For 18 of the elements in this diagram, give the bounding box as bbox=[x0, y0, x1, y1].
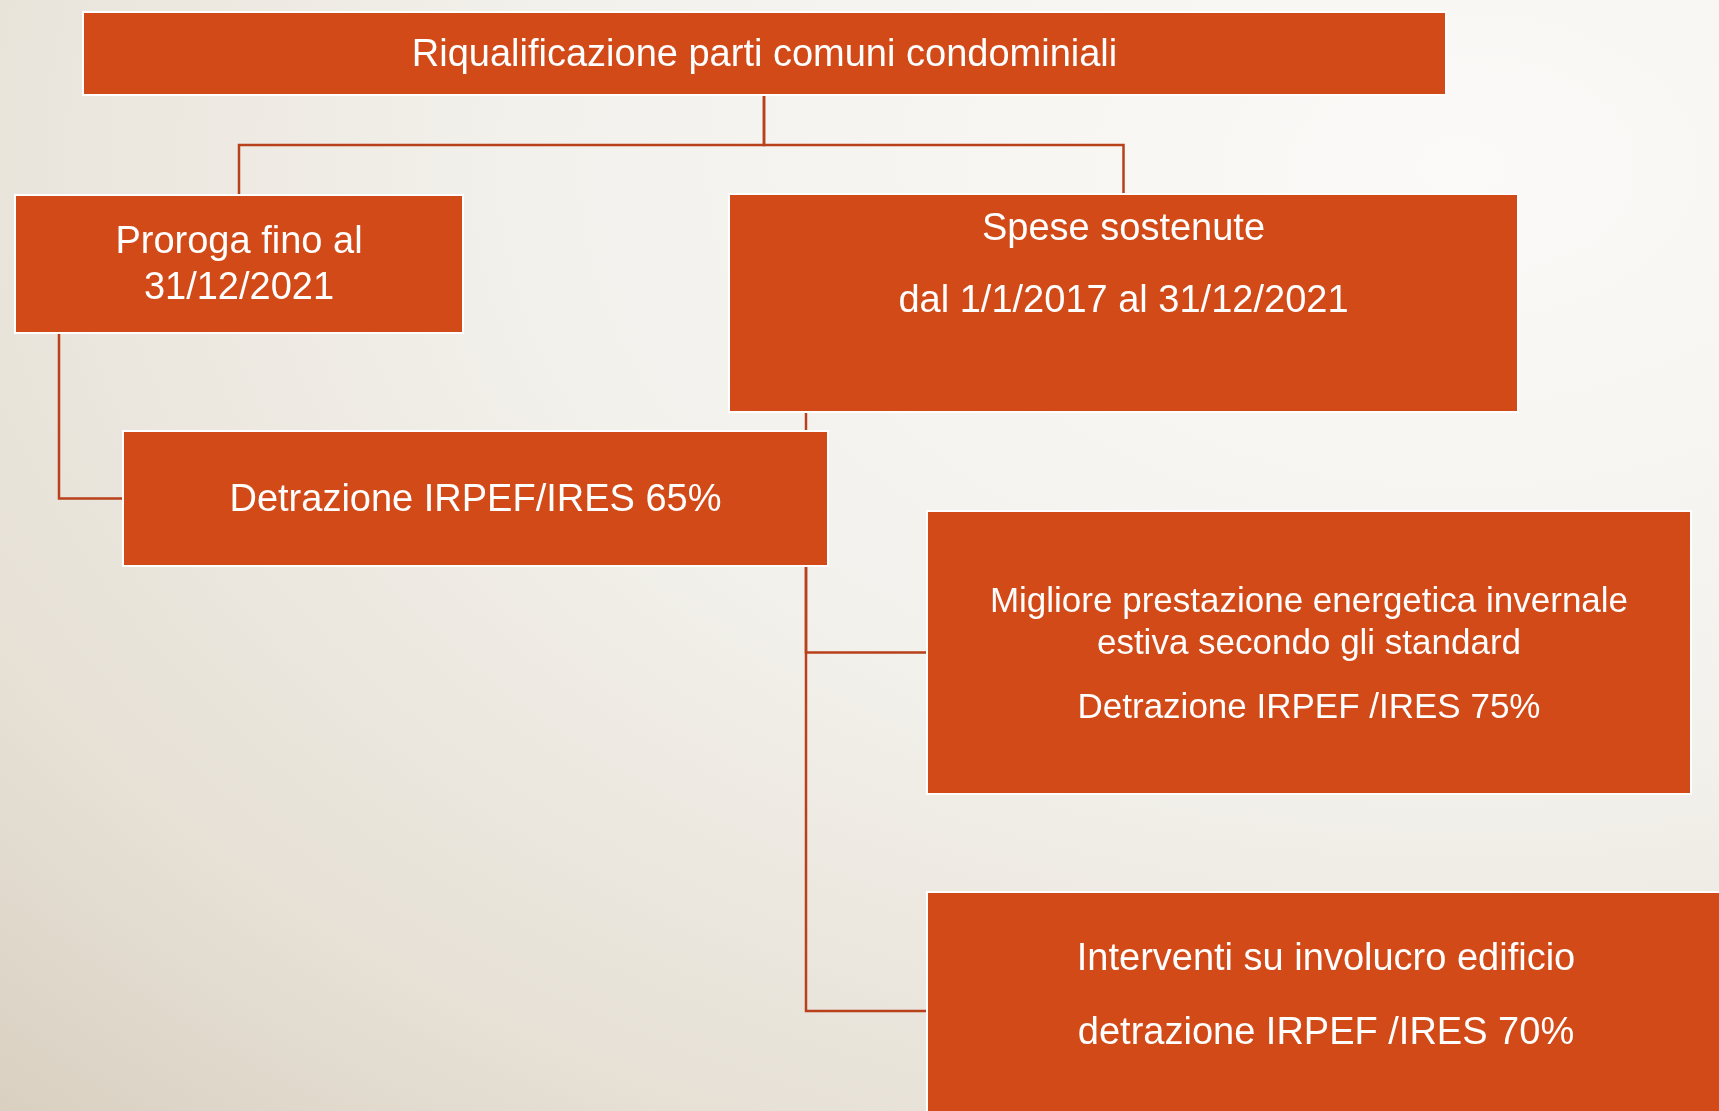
connector-line bbox=[57, 334, 122, 500]
process-box bbox=[926, 510, 1692, 795]
process-box bbox=[728, 193, 1519, 413]
box-heading: Migliore prestazione energetica invernale estiva secondo gli standard bbox=[988, 578, 1630, 663]
process-box bbox=[926, 891, 1719, 1111]
process-box bbox=[82, 11, 1447, 96]
connector-line bbox=[762, 96, 1125, 193]
box-heading: Proroga fino al 31/12/2021 bbox=[114, 218, 364, 309]
box-text: Detrazione IRPEF /IRES 75% bbox=[1077, 684, 1541, 727]
box-heading: Interventi su involucro edificio bbox=[1076, 935, 1576, 980]
process-box bbox=[122, 430, 829, 567]
box-heading: Spese sostenute bbox=[981, 205, 1266, 250]
box-text: dal 1/1/2017 al 31/12/2021 bbox=[898, 276, 1349, 322]
box-text: detrazione IRPEF /IRES 70% bbox=[1077, 1008, 1575, 1054]
process-box bbox=[14, 194, 464, 334]
connector-line bbox=[804, 567, 926, 1013]
box-heading: Detrazione IRPEF/IRES 65% bbox=[229, 475, 722, 521]
box-heading: Riqualificazione parti comuni condominiali bbox=[411, 30, 1118, 76]
